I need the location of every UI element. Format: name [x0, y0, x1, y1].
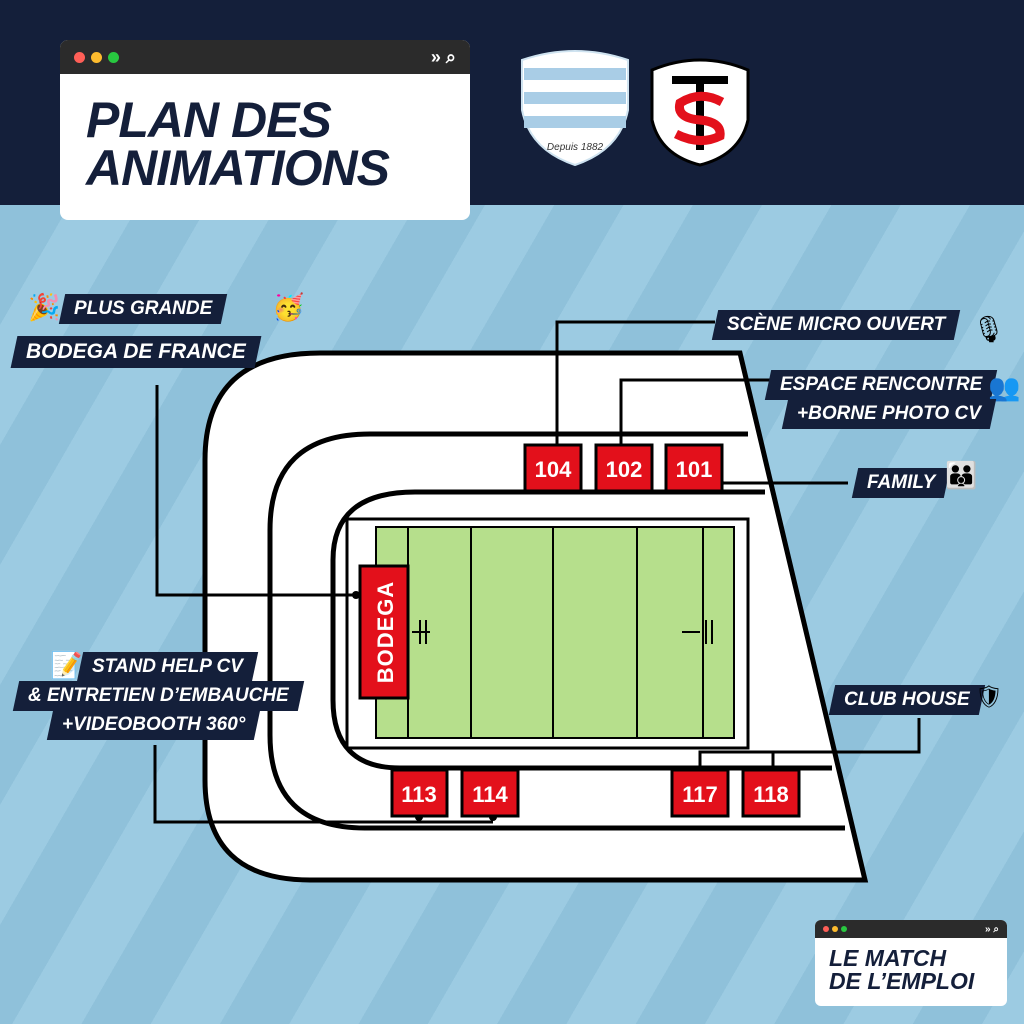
section-102[interactable]: 102 [594, 443, 654, 493]
svg-text:Depuis 1882: Depuis 1882 [547, 142, 604, 153]
label-videobooth: +VIDEOBOOTH 360° [46, 710, 261, 740]
svg-text:BODEGA: BODEGA [373, 581, 398, 684]
close-icon [74, 51, 85, 63]
bodega-area[interactable]: BODEGA [358, 564, 410, 700]
label-plus-grande: PLUS GRANDE [58, 294, 228, 324]
svg-text:113: 113 [401, 782, 437, 807]
search-icon: » ⌕ [430, 46, 456, 67]
toulouse-logo [650, 58, 750, 167]
ring-inner [330, 489, 832, 771]
label-espace-rencontre: ESPACE RENCONTRE [764, 370, 998, 400]
minimize-icon [91, 51, 102, 63]
party-face-icon: 🥳 [272, 292, 305, 322]
family-icon: 👪 [945, 460, 978, 490]
title-line2: ANIMATIONS [86, 140, 390, 196]
footer-line2: DE L’EMPLOI [829, 968, 975, 994]
label-stand-help: STAND HELP CV [76, 652, 259, 682]
section-114[interactable]: 114 [460, 768, 520, 818]
title-line1: PLAN DES [86, 92, 332, 148]
footer-line1: LE MATCH [829, 945, 947, 971]
section-101[interactable]: 101 [664, 443, 724, 493]
section-118[interactable]: 118 [741, 768, 801, 818]
label-scene-micro: SCÈNE MICRO OUVERT [711, 310, 961, 340]
svg-text:117: 117 [682, 782, 718, 807]
shield-icon: 🛡 [975, 684, 1003, 709]
svg-text:114: 114 [472, 782, 508, 807]
svg-text:101: 101 [676, 457, 713, 482]
section-104[interactable]: 104 [523, 443, 583, 493]
section-117[interactable]: 117 [670, 768, 730, 818]
microphone-icon: 🎙 [972, 314, 1006, 344]
svg-text:118: 118 [753, 782, 789, 807]
section-113[interactable]: 113 [390, 768, 449, 818]
label-club-house: CLUB HOUSE [828, 685, 985, 715]
rugby-pitch [375, 526, 735, 739]
label-bodega-de-france: BODEGA DE FRANCE [10, 336, 262, 368]
svg-text:102: 102 [606, 457, 643, 482]
memo-icon: 📝 [50, 650, 83, 680]
people-icon: 👥 [988, 372, 1021, 402]
label-family: FAMILY [851, 468, 951, 498]
label-entretien: & ENTRETIEN D’EMBAUCHE [12, 681, 304, 711]
label-borne-photo: +BORNE PHOTO CV [781, 399, 997, 429]
maximize-icon [108, 51, 119, 63]
racing-logo: Depuis 1882 [521, 50, 629, 167]
svg-text:104: 104 [535, 457, 572, 482]
party-popper-icon: 🎉 [28, 292, 61, 322]
